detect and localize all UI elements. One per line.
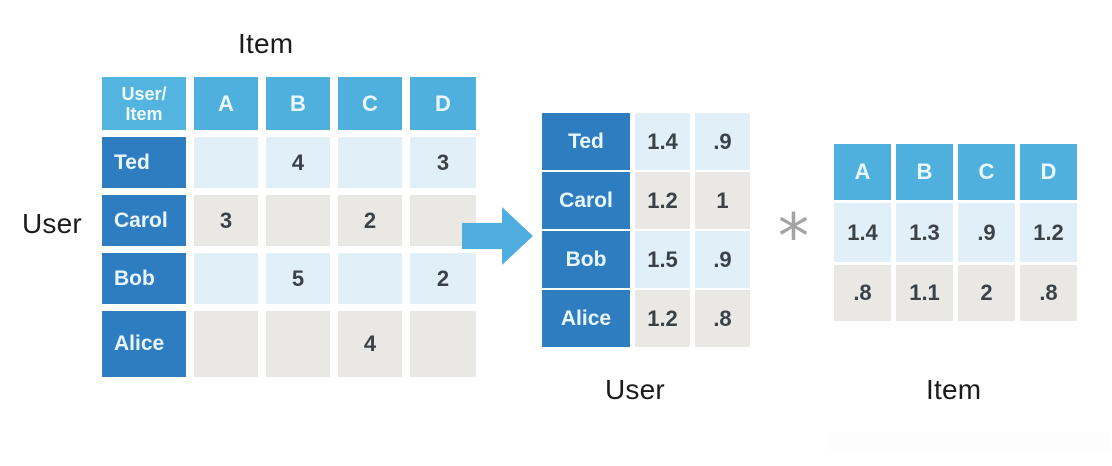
rating-matrix-cell-carol-a: 3 [194, 195, 258, 246]
rating-matrix-cell-ted-d: 3 [410, 137, 476, 188]
user-factor-cell-ted-f2: .9 [695, 113, 750, 170]
label-item-top: Item [238, 28, 294, 59]
user-factor-row-label-bob: Bob [542, 231, 630, 288]
rating-matrix-cell-carol-b [266, 195, 330, 246]
user-factor-cell-alice-f1: 1.2 [635, 290, 690, 347]
user-factor-cell-bob-f2: .9 [695, 231, 750, 288]
rating-matrix-cell-carol-c: 2 [338, 195, 402, 246]
rating-matrix-cell-alice-c: 4 [338, 311, 402, 377]
item-factor-cell-f2-c: 2 [958, 265, 1015, 321]
rating-matrix-cell-alice-d [410, 311, 476, 377]
rating-matrix-col-header-a: A [194, 77, 258, 130]
rating-matrix-cell-ted-a [194, 137, 258, 188]
corner-line-2: Item [125, 103, 163, 124]
rating-matrix-cell-ted-c [338, 137, 402, 188]
user-factor-cell-alice-f2: .8 [695, 290, 750, 347]
rating-matrix-corner-header: User/ Item [102, 77, 186, 130]
corner-line-1: User/ [121, 83, 167, 104]
user-factor-matrix: Ted 1.4 .9 Carol 1.2 1 Bob 1.5 .9 Alice … [542, 113, 750, 347]
item-factor-col-header-a: A [834, 144, 891, 200]
rating-matrix: User/ Item A B C D Ted 4 3 Carol 3 2 Bob… [102, 77, 476, 377]
rating-matrix-col-header-d: D [410, 77, 476, 130]
rating-matrix-cell-bob-a [194, 253, 258, 304]
item-factor-cell-f1-b: 1.3 [896, 203, 953, 262]
asterisk-multiply-icon: * [778, 200, 809, 273]
rating-matrix-cell-ted-b: 4 [266, 137, 330, 188]
rating-matrix-cell-alice-a [194, 311, 258, 377]
user-factor-cell-ted-f1: 1.4 [635, 113, 690, 170]
user-factor-row-label-carol: Carol [542, 172, 630, 229]
rating-matrix-col-header-c: C [338, 77, 402, 130]
label-item-bottom: Item [926, 374, 982, 405]
user-factor-cell-bob-f1: 1.5 [635, 231, 690, 288]
rating-matrix-row-label-carol: Carol [102, 195, 186, 246]
rating-matrix-col-header-b: B [266, 77, 330, 130]
item-factor-cell-f2-b: 1.1 [896, 265, 953, 321]
item-factor-cell-f1-a: 1.4 [834, 203, 891, 262]
rating-matrix-row-label-bob: Bob [102, 253, 186, 304]
user-factor-row-label-ted: Ted [542, 113, 630, 170]
background-band [828, 432, 1110, 452]
user-factor-row-label-alice: Alice [542, 290, 630, 347]
rating-matrix-row-label-alice: Alice [102, 311, 186, 377]
item-factor-col-header-d: D [1020, 144, 1077, 200]
rating-matrix-cell-alice-b [266, 311, 330, 377]
item-factor-col-header-b: B [896, 144, 953, 200]
rating-matrix-row-label-ted: Ted [102, 137, 186, 188]
label-user-left: User [22, 208, 82, 239]
user-factor-cell-carol-f2: 1 [695, 172, 750, 229]
item-factor-cell-f2-a: .8 [834, 265, 891, 321]
item-factor-cell-f2-d: .8 [1020, 265, 1077, 321]
item-factor-cell-f1-c: .9 [958, 203, 1015, 262]
rating-matrix-cell-bob-d: 2 [410, 253, 476, 304]
rating-matrix-cell-bob-b: 5 [266, 253, 330, 304]
label-user-bottom: User [605, 374, 665, 405]
right-arrow-icon [462, 205, 534, 267]
rating-matrix-cell-bob-c [338, 253, 402, 304]
user-factor-cell-carol-f1: 1.2 [635, 172, 690, 229]
item-factor-cell-f1-d: 1.2 [1020, 203, 1077, 262]
item-factor-matrix: A B C D 1.4 1.3 .9 1.2 .8 1.1 2 .8 [834, 144, 1077, 321]
item-factor-col-header-c: C [958, 144, 1015, 200]
